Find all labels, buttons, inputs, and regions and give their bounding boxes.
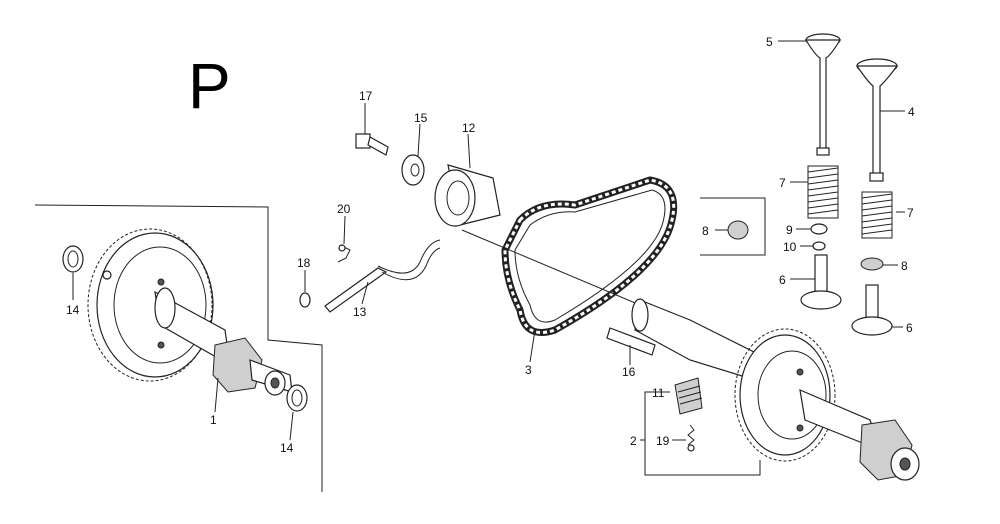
- callout-18: 18: [297, 256, 311, 270]
- callout-10: 10: [783, 240, 797, 254]
- callout-3: 3: [525, 363, 532, 377]
- callout-5: 5: [766, 35, 773, 49]
- callout-20: 20: [337, 202, 351, 216]
- callout-11: 11: [652, 386, 665, 400]
- callout-7-right: 7: [907, 206, 914, 220]
- washer-14-left: [62, 245, 84, 273]
- axis-line: [461, 229, 641, 306]
- section-letter: P: [188, 50, 231, 122]
- callout-1: 1: [210, 413, 217, 427]
- bushing-12: [434, 164, 501, 227]
- seal-8-inset: [727, 220, 749, 240]
- cotter-10: [812, 241, 826, 251]
- washer-14-right: [286, 384, 308, 412]
- engine-case-outline: [34, 204, 323, 492]
- key-16: [606, 327, 656, 356]
- callout-8-right: 8: [901, 259, 908, 273]
- spring-7-right: [861, 191, 893, 239]
- spring-19: [687, 424, 695, 452]
- callout-14-right: 14: [280, 441, 294, 455]
- retainer-9: [810, 223, 828, 235]
- callout-2: 2: [630, 434, 637, 448]
- washer-18: [299, 292, 311, 308]
- callout-12: 12: [462, 121, 476, 135]
- lifter-6-right: [851, 284, 893, 336]
- inset-box-8: [700, 197, 766, 256]
- callout-4: 4: [908, 105, 915, 119]
- clip-20: [337, 244, 351, 263]
- callout-labels: 14 1 14 17 15 12 20 18 13 3 16 5 4 7 7 8…: [66, 35, 915, 455]
- camshaft-right: [631, 298, 920, 481]
- camshaft-left: [87, 228, 293, 396]
- leader-lines: [72, 40, 905, 476]
- callout-9: 9: [786, 223, 793, 237]
- cam-chain: [501, 176, 678, 336]
- spring-7-left: [807, 165, 839, 219]
- valve-4: [855, 58, 899, 182]
- callout-19: 19: [656, 434, 670, 448]
- bolt-17: [355, 133, 389, 156]
- washer-15: [401, 154, 425, 186]
- callout-17: 17: [359, 89, 373, 103]
- lifter-6-left: [800, 254, 842, 310]
- callout-6-right: 6: [906, 321, 913, 335]
- valve-5: [804, 33, 842, 156]
- weight-11: [674, 377, 703, 415]
- callout-7-left: 7: [779, 176, 786, 190]
- callout-6-left: 6: [779, 273, 786, 287]
- callout-13: 13: [353, 305, 367, 319]
- callout-8-inset: 8: [702, 224, 709, 238]
- arm-13: [324, 239, 441, 313]
- callout-15: 15: [414, 111, 428, 125]
- callout-14-left: 14: [66, 303, 80, 317]
- callout-16: 16: [622, 365, 636, 379]
- seal-8-right: [860, 257, 884, 271]
